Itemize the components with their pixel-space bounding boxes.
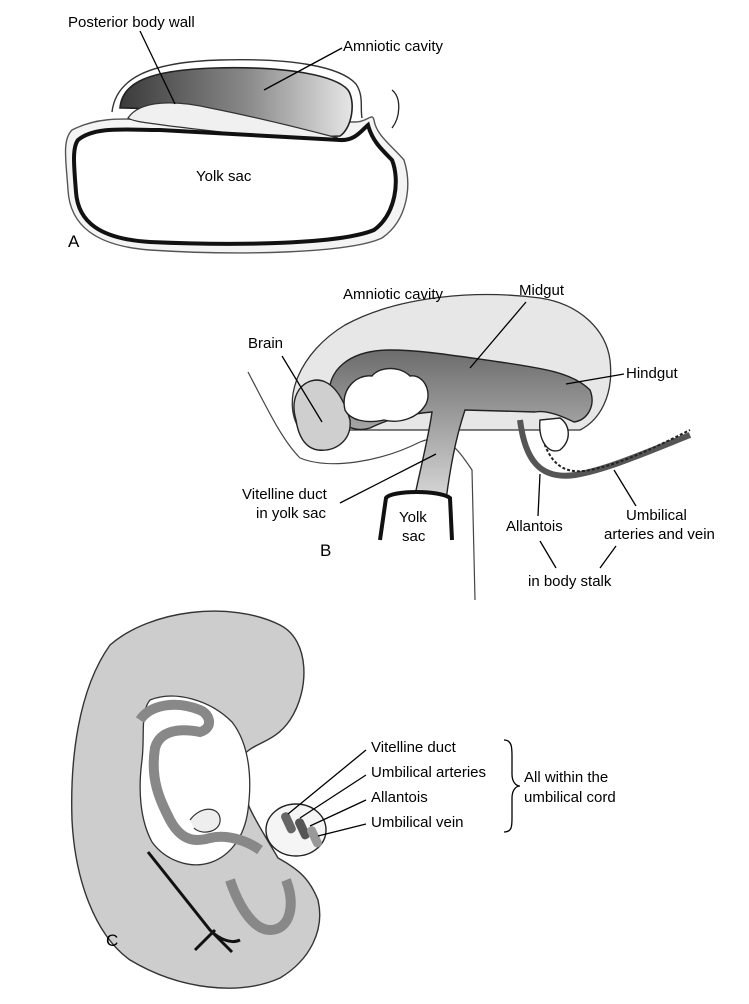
label-body-stalk: in body stalk: [528, 573, 612, 590]
label-midgut: Midgut: [519, 282, 565, 299]
leader-body-stalk-right: [599, 545, 617, 569]
leader-amniotic-cavity-a: [263, 47, 343, 91]
leader-allantois: [537, 473, 541, 517]
vessels-c: [146, 851, 241, 954]
label-cord-group-2: umbilical cord: [524, 789, 616, 806]
brain-b: [293, 379, 351, 451]
cord-group-brace: [503, 739, 521, 833]
yolk-sac-neck: [378, 490, 454, 541]
cord-item-1: Umbilical arteries: [371, 764, 486, 781]
cord-vessel-1: [281, 812, 296, 834]
label-brain: Brain: [248, 335, 283, 352]
panel-a: Posterior body wall Amniotic cavity Yolk…: [64, 14, 444, 254]
cord-item-0: Vitelline duct: [371, 739, 457, 756]
label-yolk-b-1: Yolk: [399, 509, 427, 526]
leader-vitelline-duct-b: [339, 453, 437, 504]
amniotic-membrane: [111, 59, 363, 119]
panel-b: Amniotic cavity Midgut Brain Hindgut Vit…: [242, 282, 715, 601]
heart-loop-c: [189, 808, 221, 833]
cord-item-3: Umbilical vein: [371, 814, 464, 831]
leader-posterior-body-wall: [139, 30, 176, 105]
panel-letter-c: C: [106, 931, 118, 950]
leader-cord-item-2: [309, 799, 367, 827]
posterior-flap: [391, 89, 400, 129]
yolk-sac-a: [72, 121, 398, 246]
label-vitelline-duct-b-1: Vitelline duct: [242, 486, 328, 503]
panel-letter-a: A: [68, 232, 80, 251]
gut-tube-c: [135, 699, 263, 855]
label-yolk-sac-a: Yolk sac: [196, 168, 252, 185]
label-umbilical-1: Umbilical: [626, 507, 687, 524]
label-allantois: Allantois: [506, 518, 563, 535]
umbilical-vessels-b: [539, 429, 691, 473]
label-yolk-b-2: sac: [402, 528, 426, 545]
hindgut-loop: [539, 417, 569, 452]
leader-brain: [281, 355, 323, 423]
cord-item-2: Allantois: [371, 789, 428, 806]
label-posterior-body-wall: Posterior body wall: [68, 14, 195, 31]
leader-hindgut: [565, 373, 625, 385]
body-stalk-b: [517, 419, 692, 479]
panel-c: Vitelline duct Umbilical arteries Allant…: [71, 610, 616, 989]
leader-cord-item-0: [287, 749, 367, 815]
label-cord-group-1: All within the: [524, 769, 608, 786]
tail-loops-c: [225, 878, 296, 936]
panel-letter-b: B: [320, 541, 331, 560]
label-amniotic-cavity-a: Amniotic cavity: [343, 38, 444, 55]
umbilical-cord-c: [265, 803, 327, 857]
label-umbilical-2: arteries and vein: [604, 526, 715, 543]
leader-cord-item-1: [299, 774, 367, 819]
label-amniotic-cavity-b: Amniotic cavity: [343, 286, 444, 303]
label-hindgut: Hindgut: [626, 365, 679, 382]
leader-body-stalk-left: [539, 540, 557, 569]
cord-vessel-2: [295, 818, 310, 840]
label-vitelline-duct-b-2: in yolk sac: [256, 505, 327, 522]
leader-midgut: [469, 301, 527, 369]
foregut-lobes: [343, 367, 429, 423]
leader-umbilical: [613, 469, 637, 507]
cord-vessel-3: [307, 826, 322, 848]
leader-cord-item-3: [317, 823, 367, 837]
